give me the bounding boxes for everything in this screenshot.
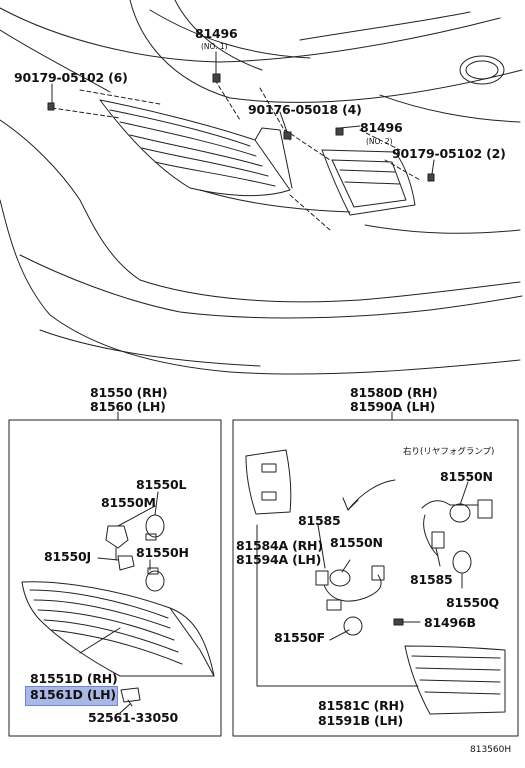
direction-arrow	[342, 479, 396, 511]
leader-lines-left	[79, 491, 159, 714]
part-label-81585-right[interactable]: 81585	[410, 572, 453, 587]
part-label-90176[interactable]: 90176-05018 (4)	[248, 102, 362, 117]
part-label-81496b[interactable]: 81496B	[424, 615, 476, 630]
part-sublabel-no1: (NO. 1)	[201, 42, 228, 51]
part-label-81550f[interactable]: 81550F	[274, 630, 325, 645]
assembly-label-81590a-lh[interactable]: 81590A (LH)	[350, 399, 436, 414]
part-label-81561d[interactable]: 81561D (LH)	[30, 687, 116, 702]
bulb-81550H	[145, 567, 165, 592]
bulb-socket-81550M	[105, 525, 129, 561]
wire-clip-52561	[120, 687, 141, 707]
part-label-90179-left[interactable]: 90179-05102 (6)	[14, 70, 128, 85]
assembly-label-81560-lh[interactable]: 81560 (LH)	[90, 399, 166, 414]
socket-wire-right	[421, 499, 493, 574]
assembly-label-81550-rh[interactable]: 81550 (RH)	[90, 385, 168, 400]
back-lamp-81581C	[404, 645, 506, 715]
part-label-81550j[interactable]: 81550J	[44, 549, 91, 564]
fuel-door-icon	[459, 55, 505, 85]
part-label-81550l[interactable]: 81550L	[136, 477, 187, 492]
part-label-81550h[interactable]: 81550H	[136, 545, 189, 560]
selected-part-highlight	[25, 686, 118, 706]
assembly-label-81580d-rh[interactable]: 81580D (RH)	[350, 385, 438, 400]
leader-dashes-top	[51, 79, 421, 231]
part-label-81551d[interactable]: 81551D (RH)	[30, 671, 118, 686]
part-sublabel-no2: (NO. 2)	[366, 137, 393, 146]
figure-code: 813560H	[470, 745, 512, 755]
part-label-81594a[interactable]: 81594A (LH)	[236, 552, 322, 567]
part-label-81550q[interactable]: 81550Q	[446, 595, 499, 610]
part-label-81585-top[interactable]: 81585	[298, 513, 341, 528]
part-label-81550n-right[interactable]: 81550N	[440, 469, 493, 484]
part-label-52561[interactable]: 52561-33050	[88, 710, 178, 725]
part-label-81550m[interactable]: 81550M	[101, 495, 156, 510]
right-assembly-frame	[232, 419, 519, 737]
part-label-81496-no2[interactable]: 81496	[360, 120, 403, 135]
part-label-81584a[interactable]: 81584A (RH)	[236, 538, 323, 553]
leader-lines-top	[51, 51, 435, 175]
back-lamp-gasket	[245, 449, 292, 515]
part-label-81496-no1[interactable]: 81496	[195, 26, 238, 41]
back-lamp-vehicle	[321, 149, 416, 216]
socket-81550J	[117, 555, 135, 571]
fog-lamp-note: 右り(リヤフォグランプ)	[403, 447, 495, 457]
bulb-81550L	[145, 514, 165, 541]
tail-lamp-assembly	[21, 581, 215, 677]
part-label-81550n-mid[interactable]: 81550N	[330, 535, 383, 550]
vehicle-body-outline	[0, 0, 523, 375]
part-label-90179-right[interactable]: 90179-05102 (2)	[392, 146, 506, 161]
socket-wire-81585	[315, 565, 385, 636]
leader-lines-right	[256, 481, 469, 687]
part-label-81591b[interactable]: 81591B (LH)	[318, 713, 404, 728]
tail-lamp-vehicle-left	[99, 99, 293, 197]
left-assembly-frame	[8, 419, 222, 737]
part-label-81581c[interactable]: 81581C (RH)	[318, 698, 405, 713]
